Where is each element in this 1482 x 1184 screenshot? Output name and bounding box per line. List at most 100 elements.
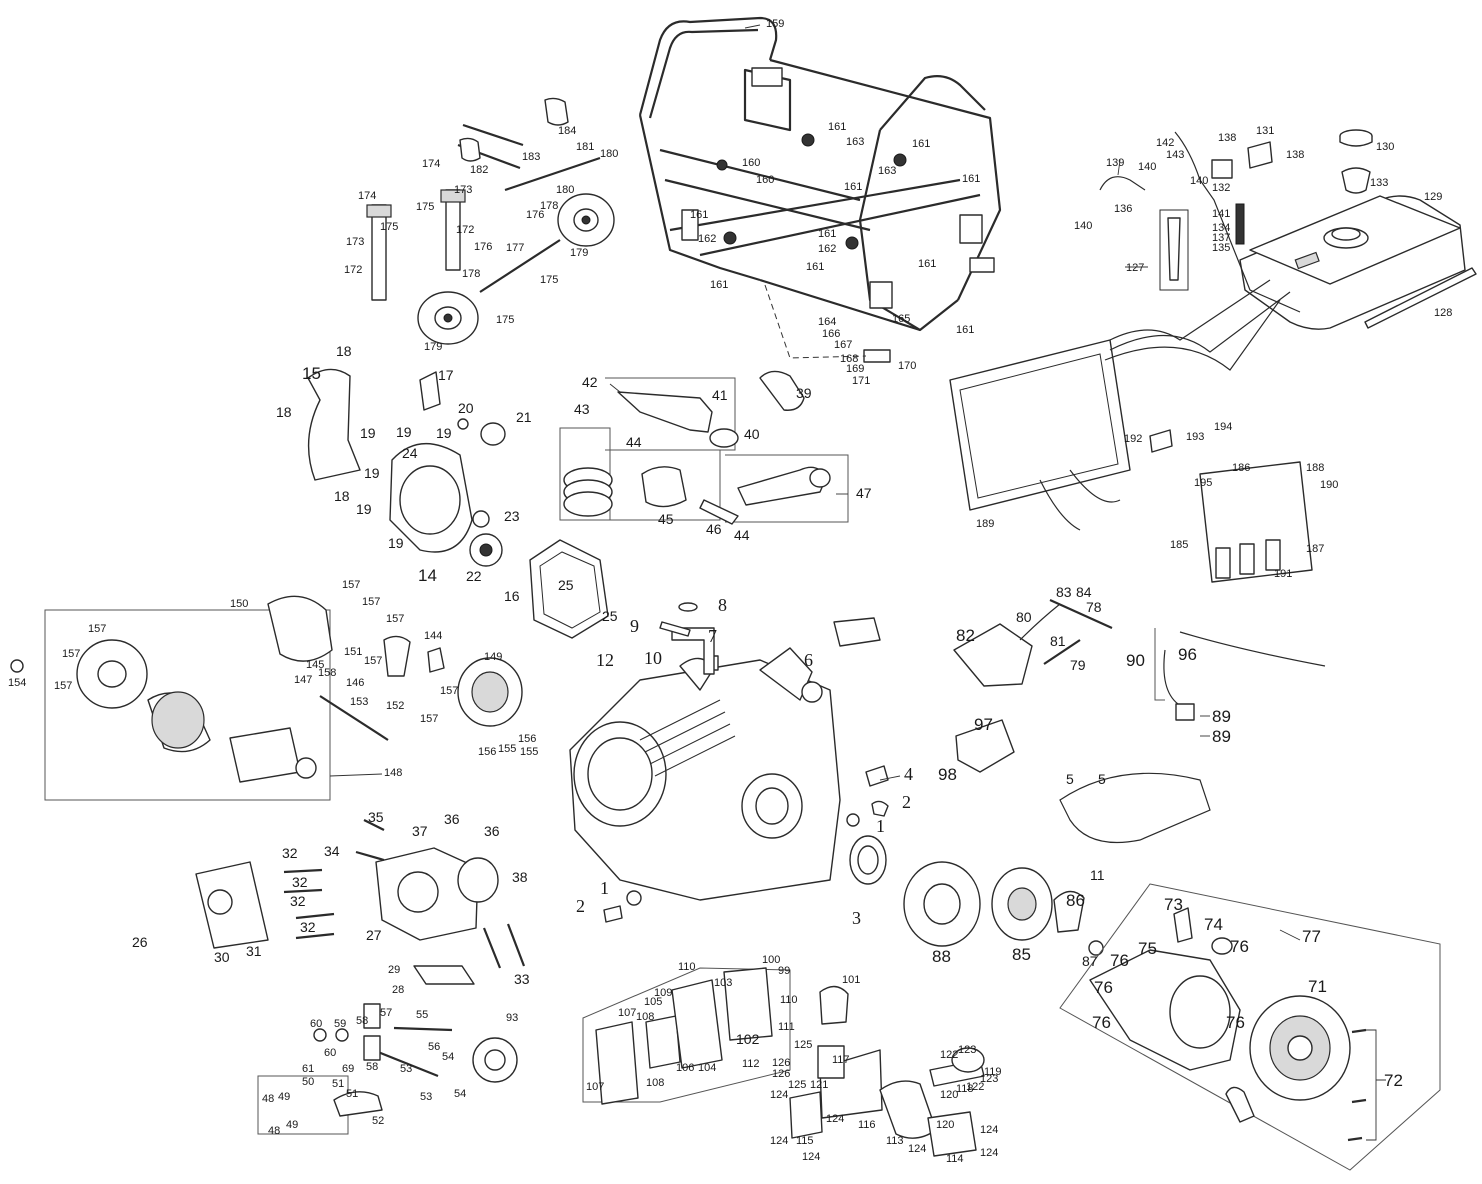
callout-139: 139 xyxy=(1106,157,1124,169)
callout-61: 61 xyxy=(302,1063,314,1075)
callout-60: 60 xyxy=(324,1047,336,1059)
callout-32: 32 xyxy=(282,845,298,861)
callout-48: 48 xyxy=(268,1125,280,1137)
callout-14: 14 xyxy=(418,566,437,585)
callout-124: 124 xyxy=(802,1151,820,1163)
callout-73: 73 xyxy=(1164,895,1183,914)
callout-161: 161 xyxy=(710,279,728,291)
valve-train-group xyxy=(257,1003,518,1135)
callout-48: 48 xyxy=(262,1093,274,1105)
wheel-kit xyxy=(366,97,615,345)
callout-23: 23 xyxy=(504,508,520,524)
callout-150: 150 xyxy=(230,598,248,610)
callout-107: 107 xyxy=(618,1007,636,1019)
callout-189: 189 xyxy=(976,518,994,530)
callout-19: 19 xyxy=(388,535,404,551)
callout-141: 141 xyxy=(1212,208,1230,220)
callout-181: 181 xyxy=(576,141,594,153)
callout-115: 115 xyxy=(796,1135,814,1147)
recoil-starter-group xyxy=(1059,883,1441,1171)
callout-33: 33 xyxy=(514,971,530,987)
callout-157: 157 xyxy=(54,680,72,692)
callout-74: 74 xyxy=(1204,915,1223,934)
callout-155: 155 xyxy=(498,743,516,755)
callout-190: 190 xyxy=(1320,479,1338,491)
callout-163: 163 xyxy=(878,165,896,177)
callout-162: 162 xyxy=(818,243,836,255)
engine-block xyxy=(569,602,889,923)
callout-157: 157 xyxy=(386,613,404,625)
callout-85: 85 xyxy=(1012,945,1031,964)
callout-30: 30 xyxy=(214,949,230,965)
callout-57: 57 xyxy=(380,1007,392,1019)
callout-161: 161 xyxy=(962,173,980,185)
callout-60: 60 xyxy=(310,1018,322,1030)
callout-24: 24 xyxy=(402,445,418,461)
callout-156: 156 xyxy=(478,746,496,758)
callout-133: 133 xyxy=(1370,177,1388,189)
callout-172: 172 xyxy=(344,264,362,276)
callout-22: 22 xyxy=(466,568,482,584)
callout-180: 180 xyxy=(556,184,574,196)
callout-5: 5 xyxy=(1098,771,1106,787)
callout-161: 161 xyxy=(918,258,936,270)
callout-56: 56 xyxy=(428,1041,440,1053)
callout-155: 155 xyxy=(520,746,538,758)
callout-124: 124 xyxy=(908,1143,926,1155)
callout-123: 123 xyxy=(958,1044,976,1056)
callout-19: 19 xyxy=(364,465,380,481)
callout-51: 51 xyxy=(346,1088,358,1100)
callout-90: 90 xyxy=(1126,651,1145,670)
generator-frame xyxy=(638,16,1002,363)
callout-71: 71 xyxy=(1308,977,1327,996)
callout-58: 58 xyxy=(356,1015,368,1027)
callout-128: 128 xyxy=(1434,307,1452,319)
callout-169: 169 xyxy=(846,363,864,375)
callout-163: 163 xyxy=(846,136,864,148)
callout-117: 117 xyxy=(832,1054,850,1066)
callout-8: 8 xyxy=(718,595,727,615)
callout-114: 114 xyxy=(946,1153,964,1165)
callout-122: 122 xyxy=(966,1081,984,1093)
callout-7: 7 xyxy=(708,626,717,646)
callout-158: 158 xyxy=(318,667,336,679)
callout-2: 2 xyxy=(902,792,911,812)
fuel-tank-assembly xyxy=(1099,129,1477,330)
callout-119: 119 xyxy=(984,1066,1002,1078)
callout-124: 124 xyxy=(770,1089,788,1101)
callout-19: 19 xyxy=(360,425,376,441)
callout-125: 125 xyxy=(788,1079,806,1091)
callout-124: 124 xyxy=(980,1147,998,1159)
callout-126: 126 xyxy=(772,1057,790,1069)
callout-4: 4 xyxy=(904,764,913,784)
callout-161: 161 xyxy=(912,138,930,150)
callout-84: 84 xyxy=(1076,584,1092,600)
callout-144: 144 xyxy=(424,630,442,642)
crankcase-gasket xyxy=(529,539,609,639)
callout-78: 78 xyxy=(1086,599,1102,615)
callout-175: 175 xyxy=(496,314,514,326)
callout-6: 6 xyxy=(804,650,813,670)
callout-86: 86 xyxy=(1066,891,1085,910)
callout-18: 18 xyxy=(276,404,292,420)
callout-160: 160 xyxy=(742,157,760,169)
callout-109: 109 xyxy=(654,987,672,999)
callout-147: 147 xyxy=(294,674,312,686)
callout-25: 25 xyxy=(602,608,618,624)
callout-38: 38 xyxy=(512,869,528,885)
callout-124: 124 xyxy=(826,1113,844,1125)
callout-44: 44 xyxy=(734,527,750,543)
callout-149: 149 xyxy=(484,651,502,663)
callout-82: 82 xyxy=(956,626,975,645)
callout-25: 25 xyxy=(558,577,574,593)
callout-173: 173 xyxy=(454,184,472,196)
callout-184: 184 xyxy=(558,125,576,137)
flywheel-group xyxy=(903,861,1104,956)
callout-179: 179 xyxy=(570,247,588,259)
callout-76: 76 xyxy=(1110,951,1129,970)
callout-45: 45 xyxy=(658,511,674,527)
callout-53: 53 xyxy=(420,1091,432,1103)
callout-34: 34 xyxy=(324,843,340,859)
callout-157: 157 xyxy=(364,655,382,667)
